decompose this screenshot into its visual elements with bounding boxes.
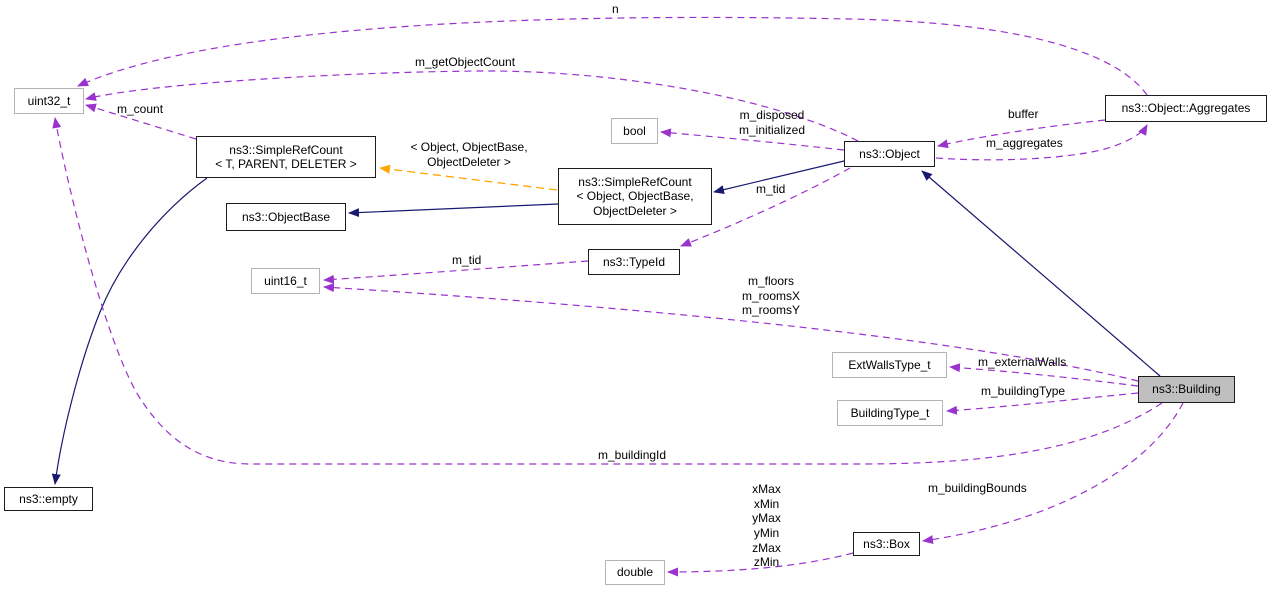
edge-label-m-tid-object: m_tid [756,182,786,196]
node-double: double [605,560,665,585]
edge-label-template-args: < Object, ObjectBase, ObjectDeleter > [410,140,528,169]
node-box[interactable]: ns3::Box [853,532,920,556]
edge-template-instantiation [379,164,558,191]
node-bool: bool [611,118,658,144]
edge-m-tid-typeid [323,260,589,284]
node-simplerefcount-object[interactable]: ns3::SimpleRefCount < Object, ObjectBase… [558,168,712,225]
node-typeid[interactable]: ns3::TypeId [588,249,680,275]
node-building-current: ns3::Building [1138,376,1235,403]
edge-label-m-externalwalls: m_externalWalls [978,355,1067,369]
edge-label-m-getobjectcount: m_getObjectCount [415,55,516,69]
node-object[interactable]: ns3::Object [844,141,935,167]
node-uint16-t: uint16_t [251,268,320,294]
edge-label-m-count: m_count [117,102,164,116]
edge-box-coords [667,552,854,577]
edge-m-disposed-initialized [660,128,845,151]
edge-label-buffer: buffer [1008,107,1039,121]
edge-n [77,16,1148,96]
edge-label-n: n [612,2,619,16]
edge-m-getobjectcount [85,70,859,142]
edge-m-buildingid [52,117,1163,465]
edge-building-inherits-object [921,170,1161,377]
edge-simplerefcount-inherits-objectbase [348,203,559,218]
edge-label-m-tid-typeid: m_tid [452,253,482,267]
node-object-aggregates[interactable]: ns3::Object::Aggregates [1105,95,1267,122]
edge-label-m-aggregates: m_aggregates [986,136,1063,150]
node-buildingtype-t: BuildingType_t [837,400,943,426]
edge-label-m-buildingid: m_buildingId [598,448,667,462]
edge-m-aggregates [935,124,1148,161]
edge-label-m-buildingtype: m_buildingType [981,384,1066,398]
node-simplerefcount-template[interactable]: ns3::SimpleRefCount < T, PARENT, DELETER… [196,136,376,178]
node-uint32-t: uint32_t [14,88,84,114]
node-empty[interactable]: ns3::empty [4,487,93,511]
node-extwallstype-t: ExtWallsType_t [832,352,947,378]
edge-label-m-buildingbounds: m_buildingBounds [928,481,1027,495]
edge-object-inherits-simplerefcount [713,160,845,195]
edge-label-box-fields: xMax xMin yMax yMin zMax zMin [752,482,781,570]
node-objectbase[interactable]: ns3::ObjectBase [226,203,346,231]
edge-m-floors-rooms [323,283,1139,382]
edge-m-buildingbounds [922,402,1184,544]
edge-simplerefcount-template-inherits-empty [51,177,208,485]
edge-label-m-disposed-initialized: m_disposed m_initialized [738,108,806,137]
edge-label-m-floors-rooms: m_floors m_roomsX m_roomsY [741,274,800,318]
